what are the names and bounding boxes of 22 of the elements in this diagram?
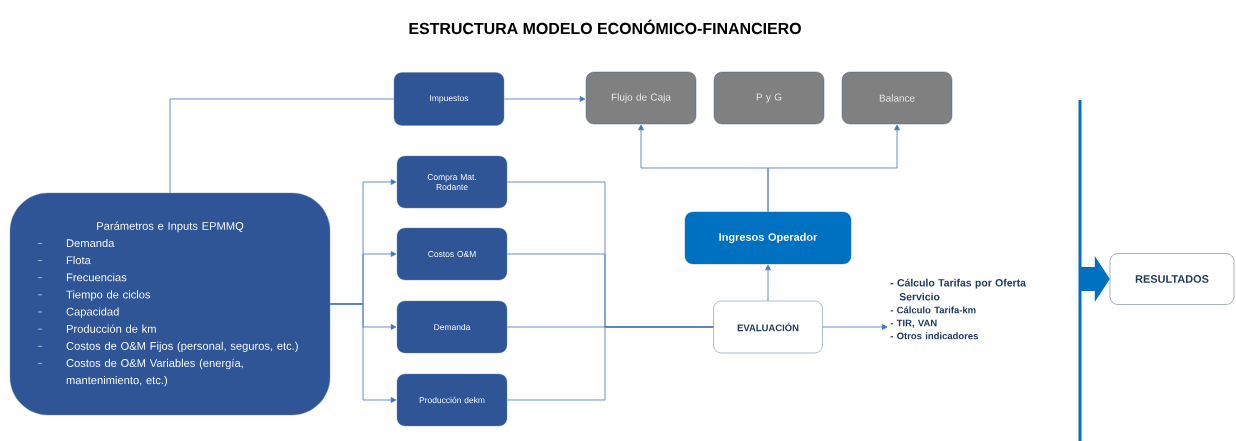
process-box: Compra Mat. Rodante: [396, 155, 508, 209]
arrow: [329, 303, 397, 403]
output-box: Flujo de Caja: [585, 71, 697, 125]
output-box: P y G: [713, 71, 825, 125]
title: ESTRUCTURA MODELO ECONÓMICO-FINANCIERO: [409, 19, 801, 35]
process-box: Impuestos: [393, 72, 505, 126]
connector-line: [506, 326, 714, 401]
arrow: [767, 124, 900, 213]
arrow: [503, 96, 586, 102]
process-box: Ingresos Operador: [684, 211, 852, 265]
arrow: [822, 324, 888, 330]
process-box: Producción dekm: [396, 373, 508, 427]
parameters-box: Parámetros e Inputs EPMMQ Demanda Flota Frecuencias Tiempo de ciclos Capacidad Producción de km Costos de O&M Fijos (personal, seguros, etc.) Costos de O&M Variables (energía, mantenimiento, etc.): [9, 192, 331, 416]
results-box: RESULTADOS: [1109, 253, 1235, 305]
output-box: Balance: [841, 71, 953, 125]
block-arrow: [1080, 256, 1110, 302]
connector-line: [169, 98, 395, 194]
result-list: - Cálculo Tarifas por Oferta Servicio - Cálculo Tarifa-km - TIR, VAN - Otros indicadores: [890, 278, 1026, 340]
evaluation-box: EVALUACIÓN: [713, 300, 823, 354]
process-box: Demanda: [396, 300, 508, 354]
arrow: [765, 264, 771, 302]
process-box: Costos O&M: [396, 227, 508, 281]
